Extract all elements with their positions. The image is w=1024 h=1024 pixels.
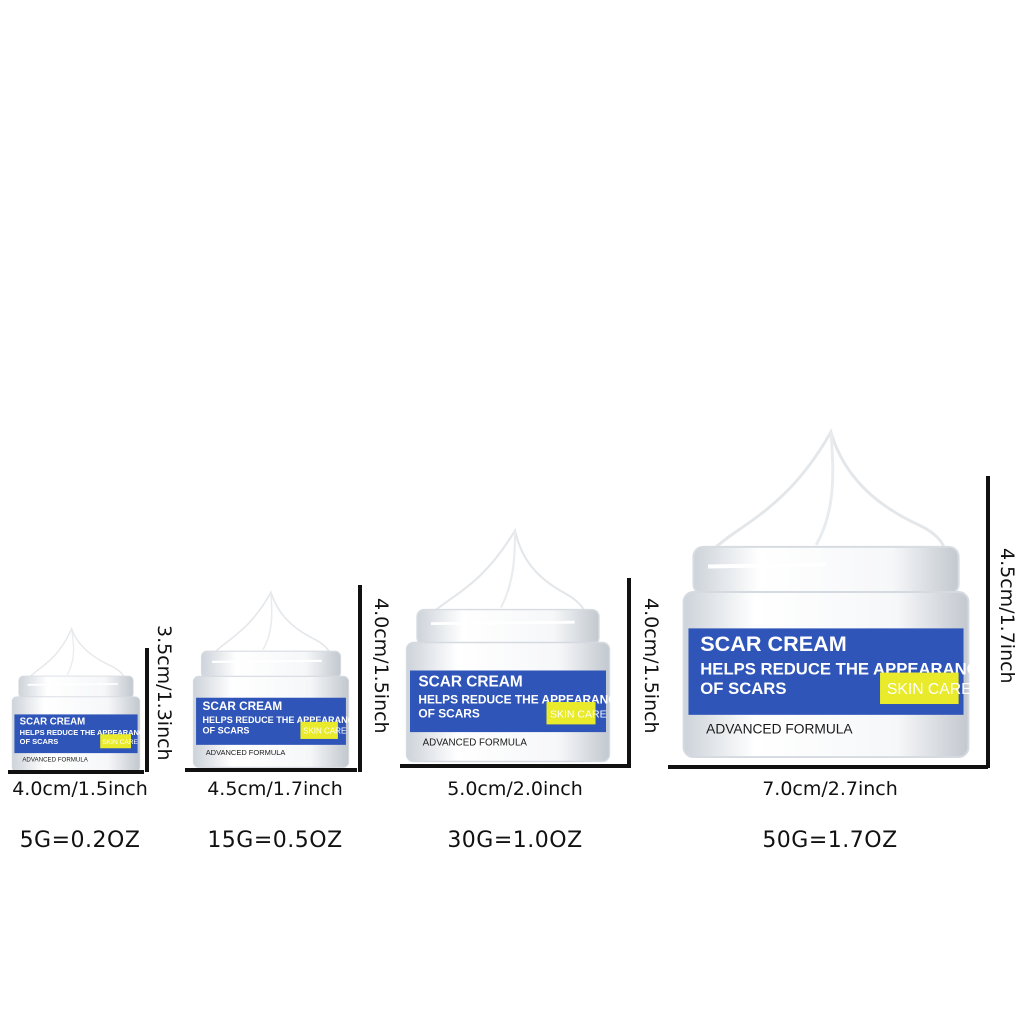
skin-care-badge: SKIN CARE bbox=[887, 681, 972, 698]
width-label-50g: 7.0cm/2.7inch bbox=[762, 778, 898, 800]
height-line-5g bbox=[145, 648, 149, 772]
height-line-15g bbox=[358, 585, 362, 772]
width-label-15g: 4.5cm/1.7inch bbox=[207, 778, 343, 800]
jar-30g: SCAR CREAM HELPS REDUCE THE APPEARANCE O… bbox=[400, 527, 625, 765]
jar-15g: SCAR CREAM HELPS REDUCE THE APPEARANCE O… bbox=[190, 588, 360, 770]
height-label-15g: 4.0cm/1.5inch bbox=[370, 598, 392, 734]
advanced-formula: ADVANCED FORMULA bbox=[706, 721, 853, 736]
label-line2: OF SCARS bbox=[418, 706, 480, 720]
skin-care-badge: SKIN CARE bbox=[303, 727, 346, 736]
weight-label-50g: 50G=1.7OZ bbox=[762, 828, 898, 853]
width-label-30g: 5.0cm/2.0inch bbox=[447, 778, 583, 800]
jar-50g: SCAR CREAM HELPS REDUCE THE APPEARANCE O… bbox=[670, 427, 990, 761]
jar-50g-illustration: SCAR CREAM HELPS REDUCE THE APPEARANCE O… bbox=[682, 428, 990, 759]
width-line-50g bbox=[668, 765, 988, 769]
jar-15g-illustration: SCAR CREAM HELPS REDUCE THE APPEARANCE O… bbox=[192, 590, 360, 768]
skin-care-badge: SKIN CARE bbox=[102, 739, 138, 746]
height-label-30g: 4.0cm/1.5inch bbox=[640, 598, 662, 734]
label-title: SCAR CREAM bbox=[700, 631, 846, 656]
label-line2: OF SCARS bbox=[202, 726, 249, 736]
label-line1: HELPS REDUCE THE APPEARANCE bbox=[202, 715, 360, 725]
label-line2: OF SCARS bbox=[20, 737, 59, 746]
skin-care-badge: SKIN CARE bbox=[550, 708, 607, 720]
label-title: SCAR CREAM bbox=[202, 700, 282, 713]
jar-30g-illustration: SCAR CREAM HELPS REDUCE THE APPEARANCE O… bbox=[405, 527, 625, 763]
width-line-15g bbox=[185, 768, 357, 772]
height-label-50g: 4.5cm/1.7inch bbox=[996, 548, 1018, 684]
label-title: SCAR CREAM bbox=[20, 717, 86, 728]
jar-5g: SCAR CREAM HELPS REDUCE THE APPEARANCE O… bbox=[10, 624, 149, 774]
width-line-30g bbox=[400, 764, 628, 768]
weight-label-5g: 5G=0.2OZ bbox=[19, 828, 141, 853]
jar-5g-illustration: SCAR CREAM HELPS REDUCE THE APPEARANCE O… bbox=[11, 626, 149, 773]
weight-label-30g: 30G=1.0OZ bbox=[447, 828, 583, 853]
height-label-5g: 3.5cm/1.3inch bbox=[153, 625, 175, 761]
weight-label-15g: 15G=0.5OZ bbox=[207, 828, 343, 853]
advanced-formula: ADVANCED FORMULA bbox=[206, 748, 286, 757]
advanced-formula: ADVANCED FORMULA bbox=[22, 756, 88, 763]
label-title: SCAR CREAM bbox=[418, 674, 522, 691]
label-line2: OF SCARS bbox=[700, 679, 786, 698]
label-line1: HELPS REDUCE THE APPEARANCE bbox=[20, 728, 150, 737]
advanced-formula: ADVANCED FORMULA bbox=[423, 737, 528, 748]
height-line-50g bbox=[986, 476, 990, 768]
width-label-5g: 4.0cm/1.5inch bbox=[12, 778, 148, 800]
height-line-30g bbox=[627, 578, 631, 768]
width-line-5g bbox=[8, 770, 144, 774]
